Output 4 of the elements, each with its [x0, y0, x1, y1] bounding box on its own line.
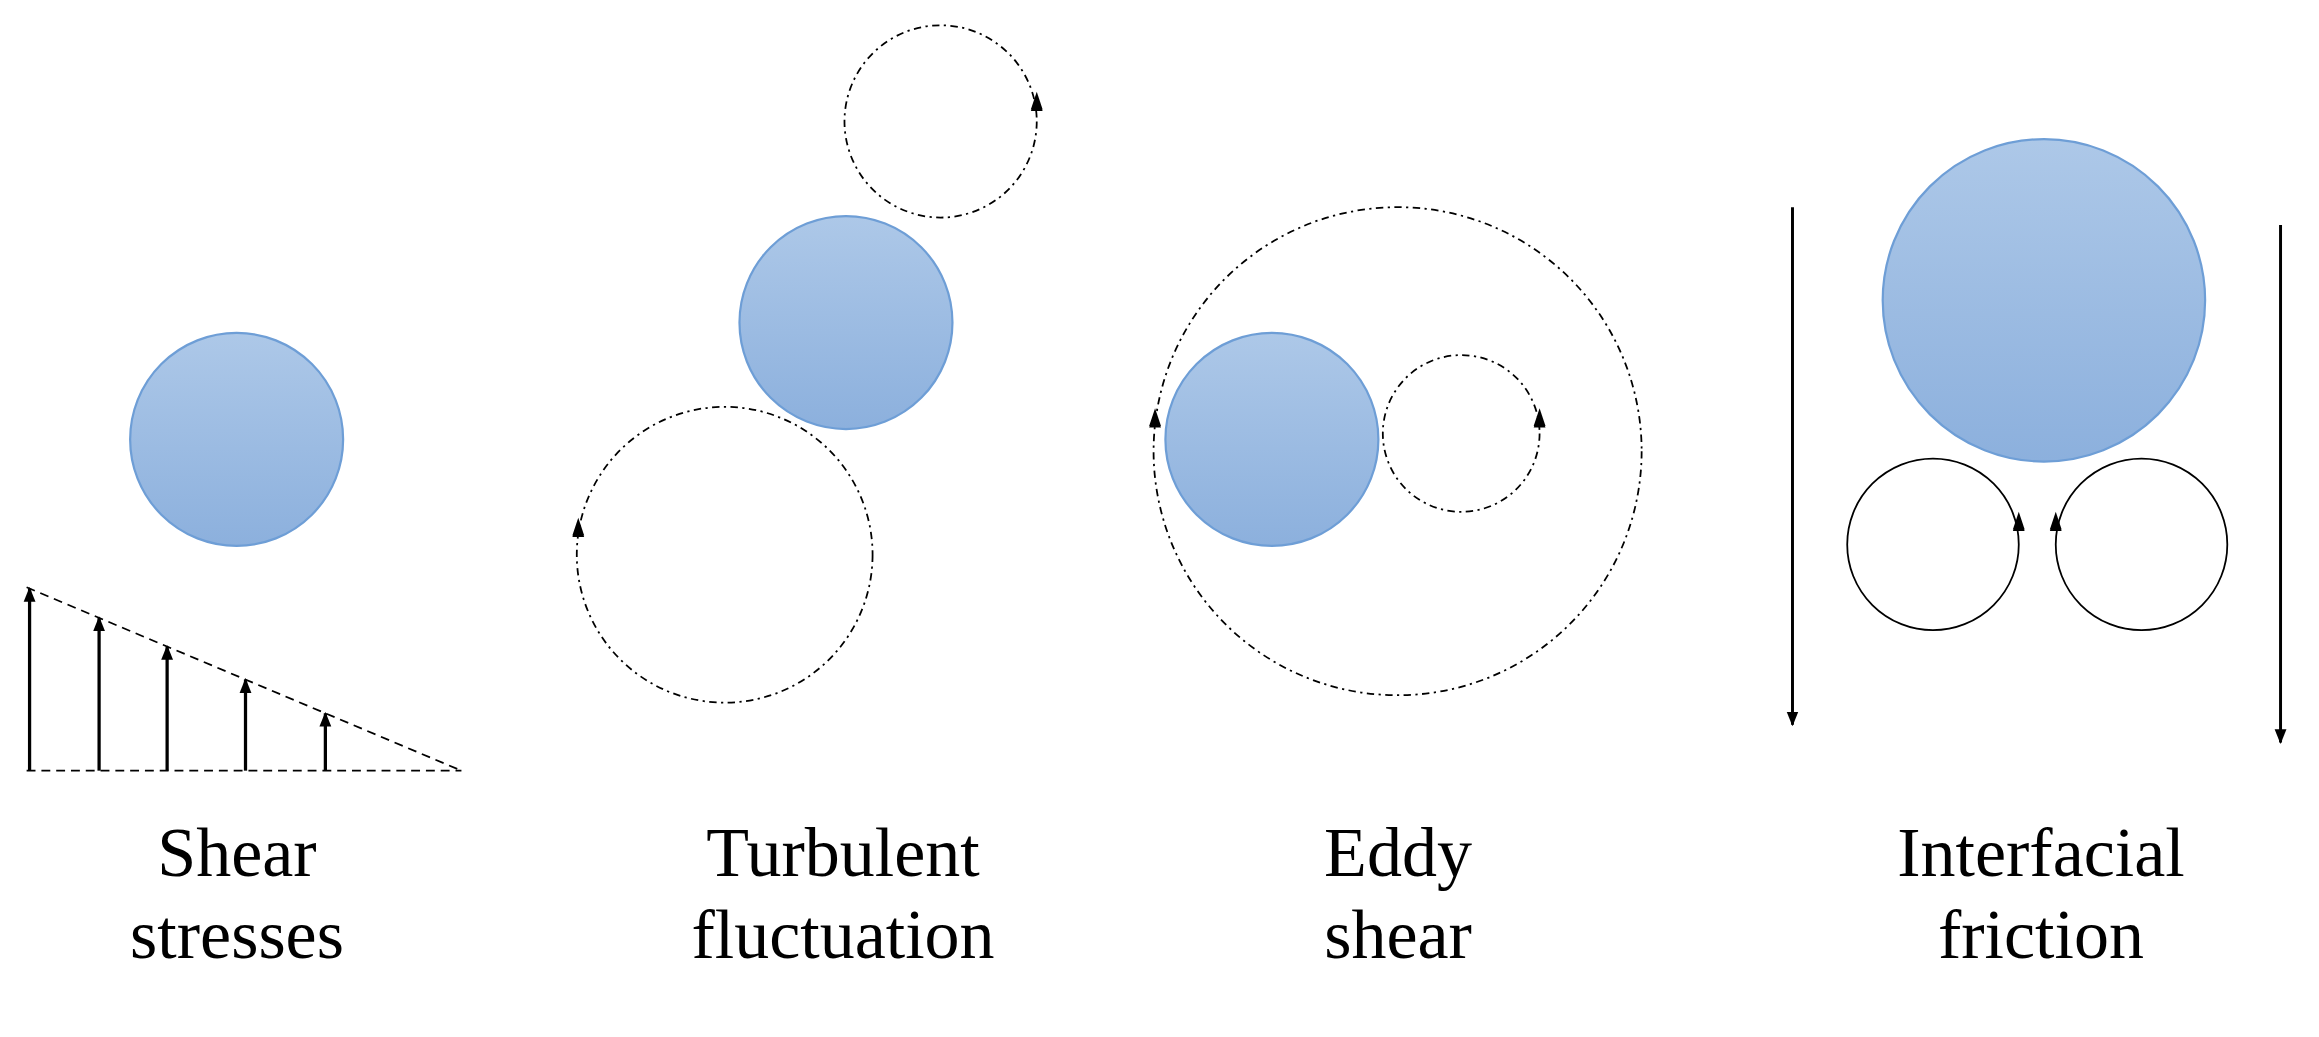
mechanism-label: Turbulent fluctuation	[691, 813, 995, 975]
mechanism-label: Interfacial friction	[1897, 813, 2185, 975]
mechanism-label: Eddy shear	[1324, 813, 1472, 975]
mechanism-label: Shear stresses	[130, 813, 344, 975]
